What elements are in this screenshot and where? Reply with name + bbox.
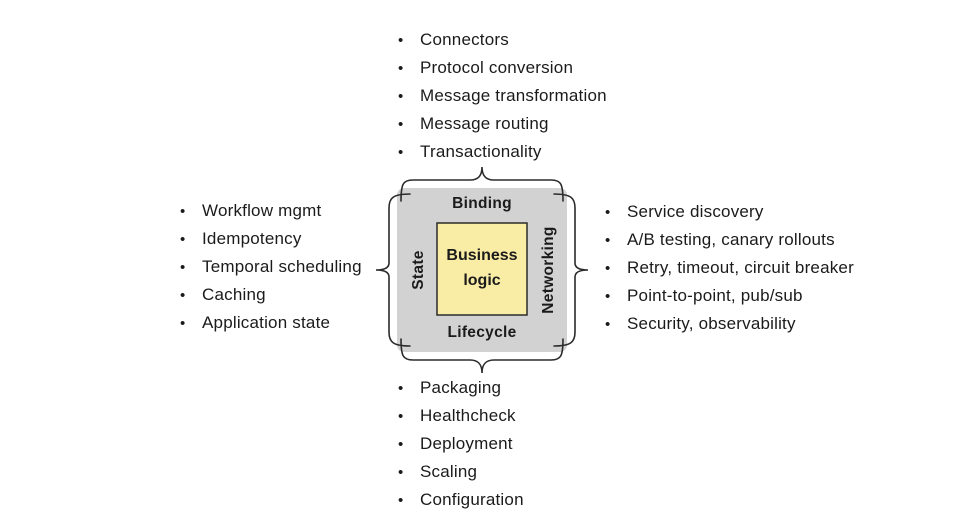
bullet-icon: •: [398, 463, 404, 481]
list-item: • Connectors: [392, 26, 607, 54]
list-item-label: Transactionality: [420, 142, 542, 161]
state-capabilities-list: • Workflow mgmt • Idempotency • Temporal sc…: [174, 197, 362, 337]
list-item-label: Caching: [202, 285, 266, 304]
list-item: • Temporal scheduling: [174, 253, 362, 281]
bullet-icon: •: [398, 407, 404, 425]
bottom-brace: [400, 338, 564, 374]
bullet-icon: •: [398, 379, 404, 397]
list-item: • Healthcheck: [392, 402, 524, 430]
list-item-label: Point-to-point, pub/sub: [627, 286, 803, 305]
bullet-icon: •: [180, 202, 186, 220]
bullet-icon: •: [398, 435, 404, 453]
list-item: • Security, observability: [599, 310, 854, 338]
bullet-icon: •: [605, 203, 611, 221]
bullet-icon: •: [605, 231, 611, 249]
top-brace: [400, 166, 564, 202]
list-item: • Point-to-point, pub/sub: [599, 282, 854, 310]
list-item-label: A/B testing, canary rollouts: [627, 230, 835, 249]
list-item-label: Idempotency: [202, 229, 302, 248]
list-item-label: Service discovery: [627, 202, 764, 221]
list-item: • Configuration: [392, 486, 524, 514]
list-item-label: Message routing: [420, 114, 549, 133]
list-item: • Message transformation: [392, 82, 607, 110]
bullet-icon: •: [398, 115, 404, 133]
state-label: State: [410, 250, 427, 289]
bullet-icon: •: [398, 87, 404, 105]
business-logic-label: Business: [446, 247, 517, 264]
list-item-label: Temporal scheduling: [202, 257, 362, 276]
networking-capabilities-list: • Service discovery • A/B testing, canary …: [599, 198, 854, 338]
bullet-icon: •: [398, 143, 404, 161]
list-item: • Message routing: [392, 110, 607, 138]
bullet-icon: •: [180, 314, 186, 332]
lifecycle-capabilities-list: • Packaging • Healthcheck • Deployment • Sca…: [392, 374, 524, 514]
bullet-icon: •: [180, 286, 186, 304]
left-brace: [375, 193, 411, 347]
list-item-label: Protocol conversion: [420, 58, 574, 77]
list-item-label: Retry, timeout, circuit breaker: [627, 258, 854, 277]
list-item: • Transactionality: [392, 138, 607, 166]
list-item: • Application state: [174, 309, 362, 337]
list-item: • Idempotency: [174, 225, 362, 253]
networking-label: Networking: [540, 226, 557, 313]
list-item: • Caching: [174, 281, 362, 309]
bullet-icon: •: [605, 315, 611, 333]
list-item: • Protocol conversion: [392, 54, 607, 82]
bullet-icon: •: [398, 31, 404, 49]
list-item-label: Workflow mgmt: [202, 201, 322, 220]
binding-label: Binding: [452, 195, 512, 212]
list-item: • Deployment: [392, 430, 524, 458]
list-item-label: Message transformation: [420, 86, 607, 105]
business-logic-box: [436, 222, 528, 316]
list-item-label: Deployment: [420, 434, 513, 453]
binding-capabilities-list: • Connectors • Protocol conversion • Messag…: [392, 26, 607, 166]
list-item-label: Application state: [202, 313, 331, 332]
bullet-icon: •: [180, 258, 186, 276]
list-item-label: Scaling: [420, 462, 478, 481]
mecha-core-diagram: Binding Lifecycle State Networking Busin…: [375, 166, 589, 374]
bullet-icon: •: [398, 59, 404, 77]
list-item: • A/B testing, canary rollouts: [599, 226, 854, 254]
bullet-icon: •: [398, 491, 404, 509]
right-brace: [553, 193, 589, 347]
list-item: • Retry, timeout, circuit breaker: [599, 254, 854, 282]
list-item: • Workflow mgmt: [174, 197, 362, 225]
list-item-label: Security, observability: [627, 314, 796, 333]
bullet-icon: •: [605, 287, 611, 305]
list-item-label: Packaging: [420, 378, 502, 397]
list-item-label: Configuration: [420, 490, 524, 509]
list-item: • Packaging: [392, 374, 524, 402]
list-item-label: Connectors: [420, 30, 509, 49]
list-item: • Scaling: [392, 458, 524, 486]
bullet-icon: •: [180, 230, 186, 248]
bullet-icon: •: [605, 259, 611, 277]
list-item: • Service discovery: [599, 198, 854, 226]
list-item-label: Healthcheck: [420, 406, 516, 425]
business-logic-label: logic: [463, 272, 500, 289]
lifecycle-label: Lifecycle: [447, 324, 516, 341]
